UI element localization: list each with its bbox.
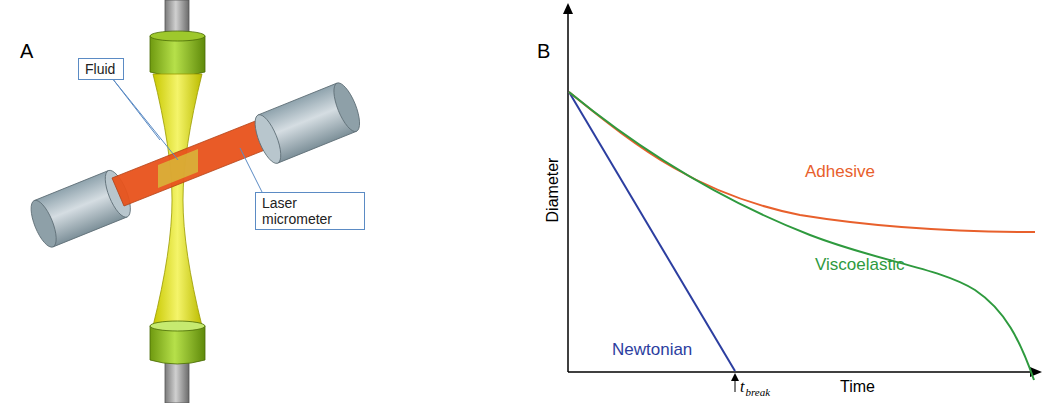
callout-text: Laser micrometer [262,195,358,227]
time-subscript: break [745,386,770,398]
axis-title: Diameter [544,158,562,223]
callout-text: Fluid [85,61,117,77]
curve-label: Viscoelastic [815,255,904,275]
curve-label: Adhesive [805,162,875,182]
time-symbol: t [740,378,744,396]
axis-title: Time [840,378,875,396]
panel-letter: A [20,40,33,63]
callout-box: Fluid [78,58,124,80]
curve-label: Newtonian [612,340,692,360]
callout-box: Laser micrometer [255,192,365,230]
panel-letter: B [537,40,550,63]
